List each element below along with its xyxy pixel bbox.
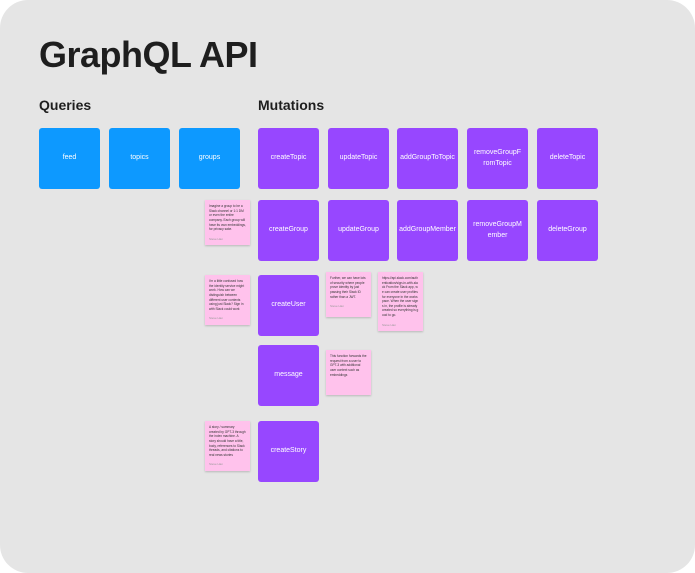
sticky-note[interactable]: Imagine a group to be a Slack channel or…: [205, 200, 250, 246]
mutation-add-group-to-topic[interactable]: addGroupToTopic: [397, 128, 458, 189]
mutation-delete-group[interactable]: deleteGroup: [537, 200, 598, 261]
sticky-note[interactable]: I'm a little confused how the identity s…: [205, 275, 250, 325]
mutations-heading: Mutations: [258, 97, 325, 113]
note-author: Steve Han: [209, 316, 224, 321]
mutation-update-topic[interactable]: updateTopic: [328, 128, 389, 189]
note-text: Imagine a group to be a Slack channel or…: [209, 204, 246, 232]
mutation-message[interactable]: message: [258, 345, 319, 406]
mutation-delete-topic[interactable]: deleteTopic: [537, 128, 598, 189]
note-author: Steve Han: [209, 462, 224, 467]
mutation-remove-group-from-topic[interactable]: removeGroupFromTopic: [467, 128, 528, 189]
mutation-remove-group-member[interactable]: removeGroupMember: [467, 200, 528, 261]
query-feed[interactable]: feed: [39, 128, 100, 189]
mutation-create-topic[interactable]: createTopic: [258, 128, 319, 189]
mutation-create-group[interactable]: createGroup: [258, 200, 319, 261]
page-title: GraphQL API: [39, 34, 258, 75]
note-text: I'm a little confused how the identity s…: [209, 279, 245, 311]
queries-heading: Queries: [39, 97, 92, 113]
note-author: Steve Han: [209, 236, 224, 241]
note-text: https://api.slack.com/authentication/sig…: [382, 276, 419, 318]
sticky-note[interactable]: https://api.slack.com/authentication/sig…: [378, 272, 423, 332]
sticky-note[interactable]: Further, we can have lots of security wh…: [326, 272, 371, 317]
note-text: Further, we can have lots of security wh…: [330, 276, 366, 299]
note-text: This function forwards the request from …: [330, 354, 367, 377]
sticky-note[interactable]: This function forwards the request from …: [326, 350, 371, 395]
mutation-update-group[interactable]: updateGroup: [328, 200, 389, 261]
note-author: Steve Han: [382, 322, 397, 327]
mutation-add-group-member[interactable]: addGroupMember: [397, 200, 458, 261]
note-author: Steve Han: [330, 304, 345, 309]
query-groups[interactable]: groups: [179, 128, 240, 189]
query-topics[interactable]: topics: [109, 128, 170, 189]
note-text: A story / summary created by GPT-3 throu…: [209, 425, 246, 457]
mutation-create-user[interactable]: createUser: [258, 275, 319, 336]
sticky-note[interactable]: A story / summary created by GPT-3 throu…: [205, 421, 250, 471]
mutation-create-story[interactable]: createStory: [258, 421, 319, 482]
